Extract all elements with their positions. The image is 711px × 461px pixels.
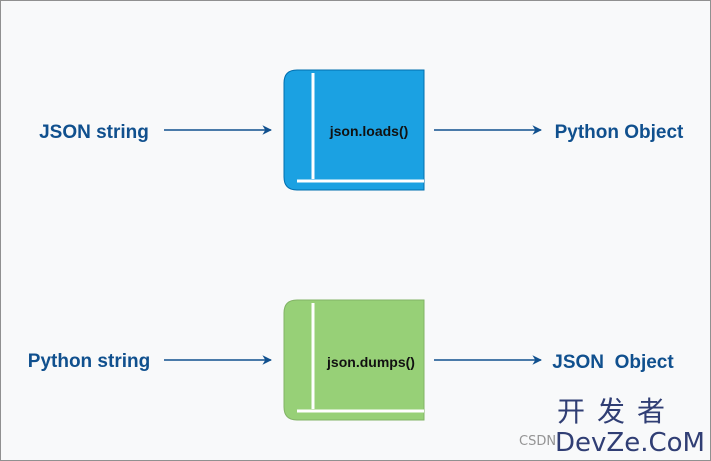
output-label-python-object: Python Object	[555, 122, 684, 143]
watermark-en: DevZe.CoM	[555, 428, 705, 458]
function-label-loads: json.loads()	[329, 123, 409, 139]
row-dumps: Python string json.dumps() JSON Object	[28, 299, 674, 421]
book-loads-icon	[283, 69, 425, 191]
watermark-csdn: CSDN	[519, 434, 556, 449]
input-label-python-string: Python string	[28, 351, 150, 372]
watermark-cn: 开发者	[557, 395, 677, 428]
book-dumps-icon	[283, 299, 425, 421]
row-loads: JSON string json.loads() Python Object	[39, 69, 684, 191]
input-label-json-string: JSON string	[39, 122, 149, 143]
function-label-dumps: json.dumps()	[326, 354, 415, 370]
output-label-json-object: JSON Object	[552, 352, 674, 373]
watermark: CSDN 开发者 DevZe.CoM	[519, 395, 705, 458]
